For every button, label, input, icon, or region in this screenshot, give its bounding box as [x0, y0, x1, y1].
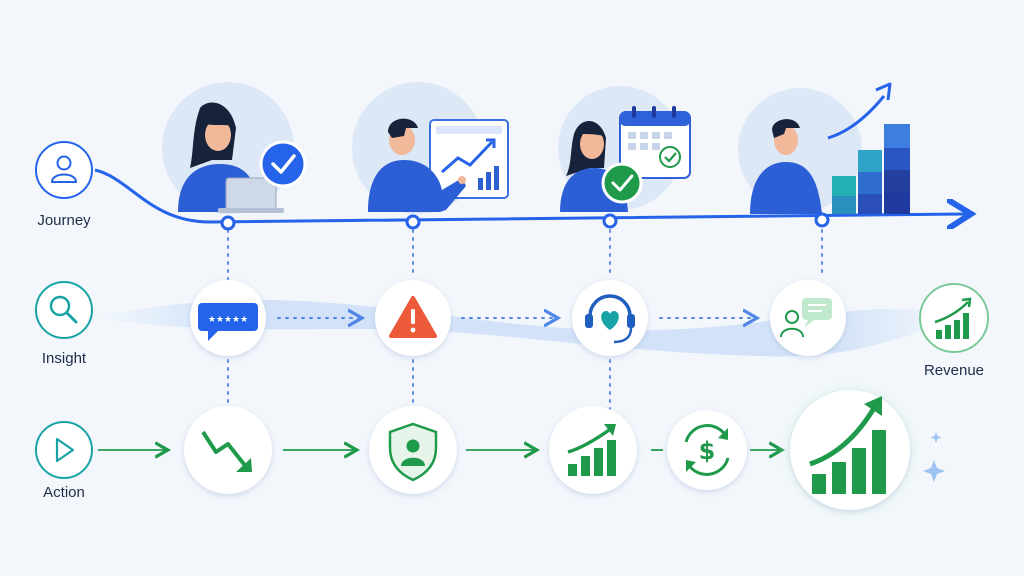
svg-text:$: $ — [699, 437, 716, 465]
vertical-connectors — [227, 229, 823, 411]
row-icon-action — [35, 421, 93, 479]
action-step-4-icon: $ — [667, 410, 747, 490]
revenue-icon — [919, 283, 989, 353]
insight-wave-band — [95, 299, 960, 357]
row-icon-journey — [35, 141, 93, 199]
journey-step-2-illustration — [352, 82, 509, 214]
insight-step-1-icon: ★★★★★ — [190, 280, 266, 356]
journey-timeline-line — [94, 168, 965, 222]
journey-step-3-illustration — [558, 86, 691, 212]
insight-step-3-icon — [572, 280, 648, 356]
insight-step-2-icon — [375, 280, 451, 356]
insight-step-4-icon — [770, 280, 846, 356]
journey-row-label: Journey — [37, 212, 91, 229]
insight-row-label: Insight — [41, 350, 87, 367]
revenue-label: Revenue — [923, 362, 985, 379]
row-icon-insight — [35, 281, 93, 339]
action-step-5-icon — [778, 378, 922, 522]
journey-step-4-illustration — [738, 82, 910, 214]
action-step-3-icon — [549, 406, 637, 494]
journey-step-1-illustration — [162, 82, 307, 214]
svg-text:★★★★★: ★★★★★ — [208, 315, 248, 325]
sparkle-icon — [923, 432, 945, 482]
action-step-1-icon — [184, 406, 272, 494]
action-row-label: Action — [43, 484, 85, 501]
action-step-2-icon — [369, 406, 457, 494]
journey-nodes — [220, 212, 830, 231]
